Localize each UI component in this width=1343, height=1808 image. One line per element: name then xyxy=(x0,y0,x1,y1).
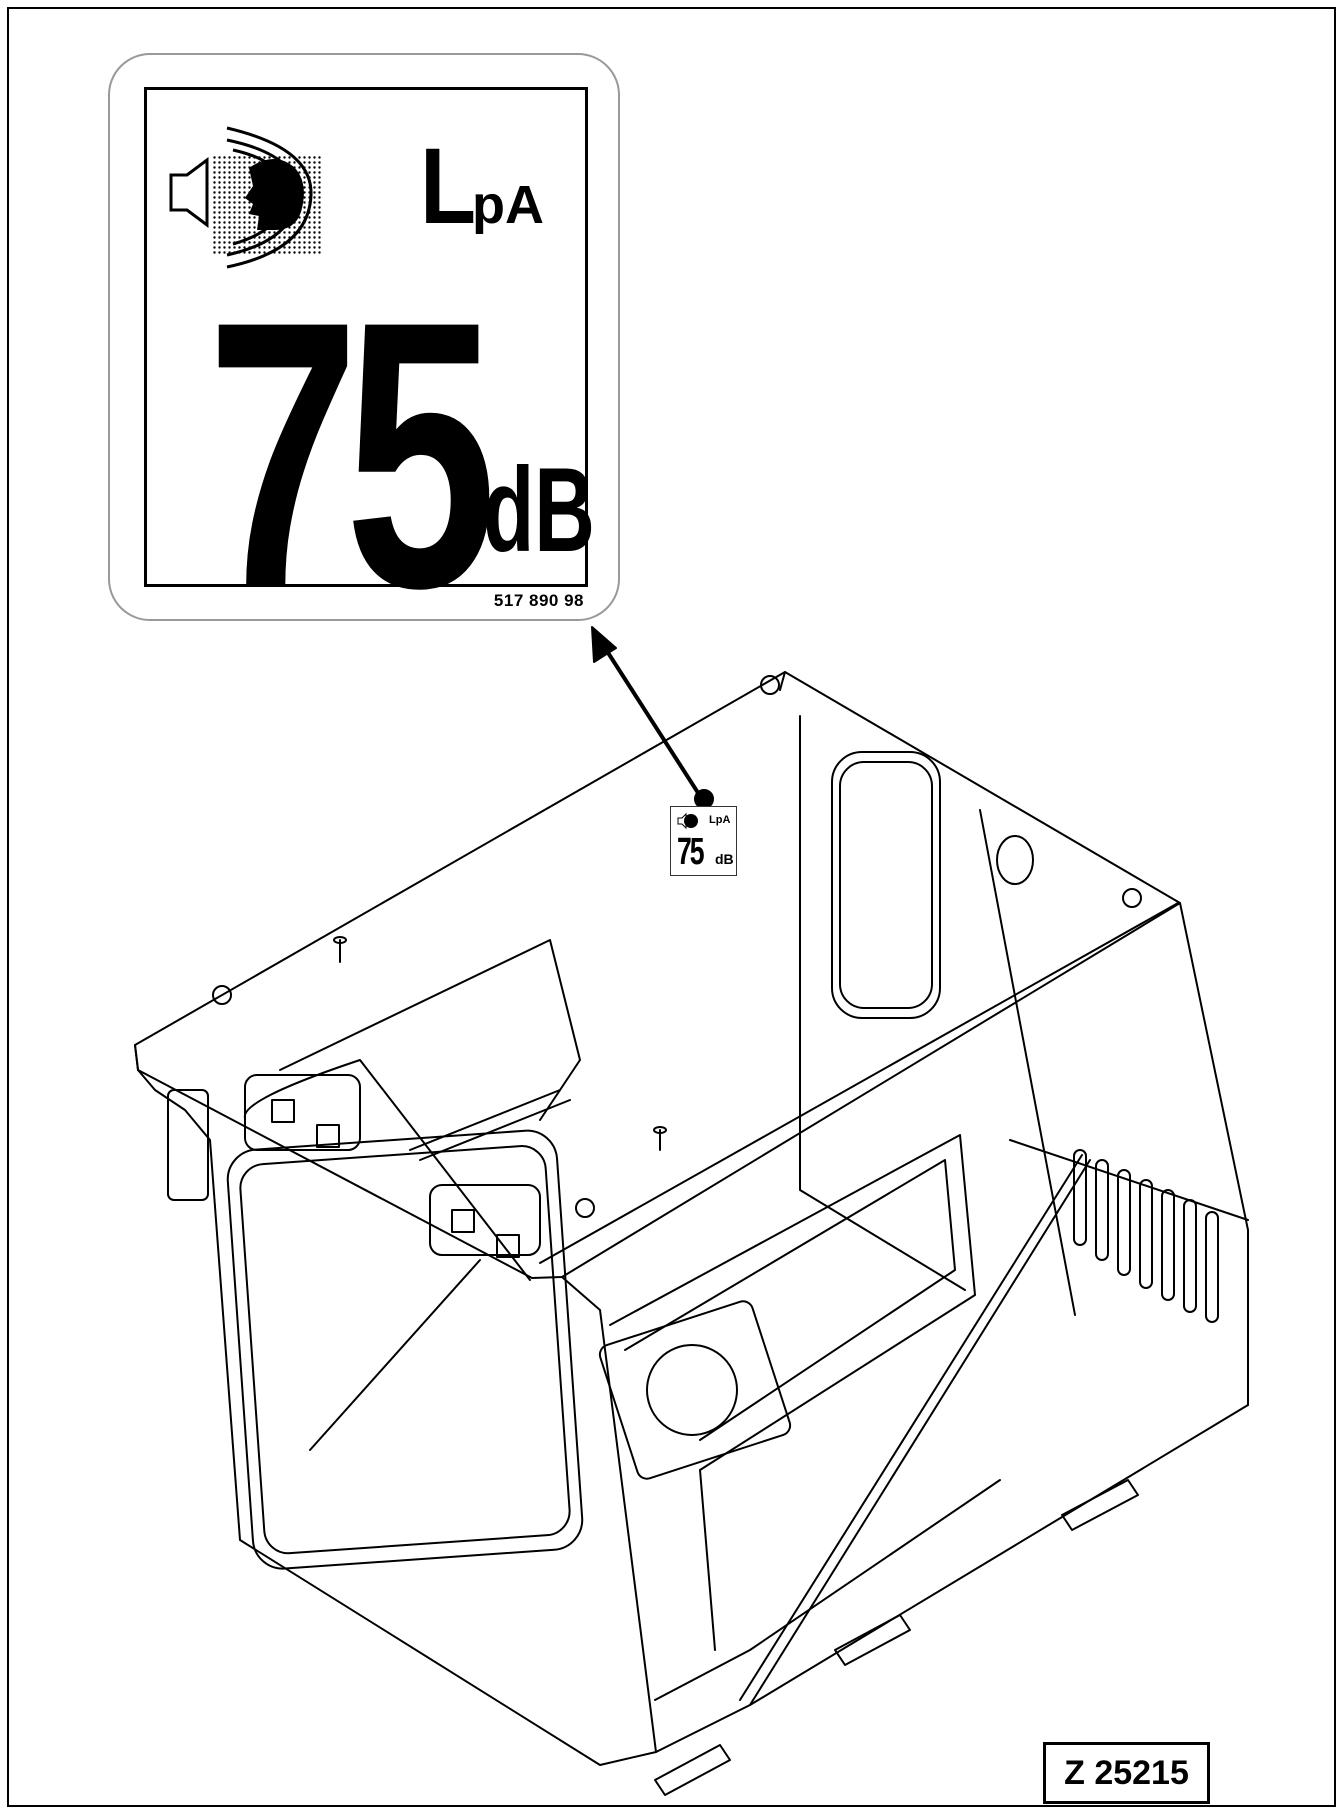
speaker-head-noise-icon xyxy=(169,126,321,269)
symbol-main: L xyxy=(420,125,477,246)
fan-housing xyxy=(598,1300,792,1480)
noise-value-number: 75 xyxy=(207,242,497,667)
vent-slats xyxy=(1073,1149,1219,1323)
lift-eye xyxy=(575,1198,595,1218)
pointer-arrowhead xyxy=(591,626,617,663)
noise-value-unit: dB xyxy=(483,443,595,577)
figure-frame xyxy=(7,7,1336,1807)
cab-roof xyxy=(134,671,1181,1279)
sound-pressure-symbol: LpA xyxy=(420,132,544,240)
label-part-number: 517 890 98 xyxy=(493,591,584,610)
symbol-sub: pA xyxy=(471,175,544,235)
mini-value: 75 xyxy=(677,831,705,873)
lift-eye xyxy=(760,675,780,695)
mini-symbol-sub: pA xyxy=(715,814,731,826)
noise-label-on-cab: LpA 75 dB xyxy=(670,806,737,876)
noise-label-panel: LpA 75 dB xyxy=(144,87,595,645)
figure-reference: Z 25215 xyxy=(1043,1742,1210,1804)
fan xyxy=(646,1344,738,1436)
pointer-arrow-line xyxy=(603,646,704,801)
lift-eye xyxy=(1122,888,1142,908)
mini-symbol: LpA xyxy=(709,814,730,826)
speaker-head-noise-icon xyxy=(677,812,698,830)
noise-level-value: 75 dB xyxy=(207,242,595,667)
cab-feet xyxy=(654,1479,1139,1796)
mini-unit: dB xyxy=(715,851,734,867)
mini-symbol-main: L xyxy=(709,814,716,826)
noise-label-enlarged: LpA 75 dB 517 890 98 xyxy=(108,53,620,645)
lift-eye xyxy=(212,985,232,1005)
